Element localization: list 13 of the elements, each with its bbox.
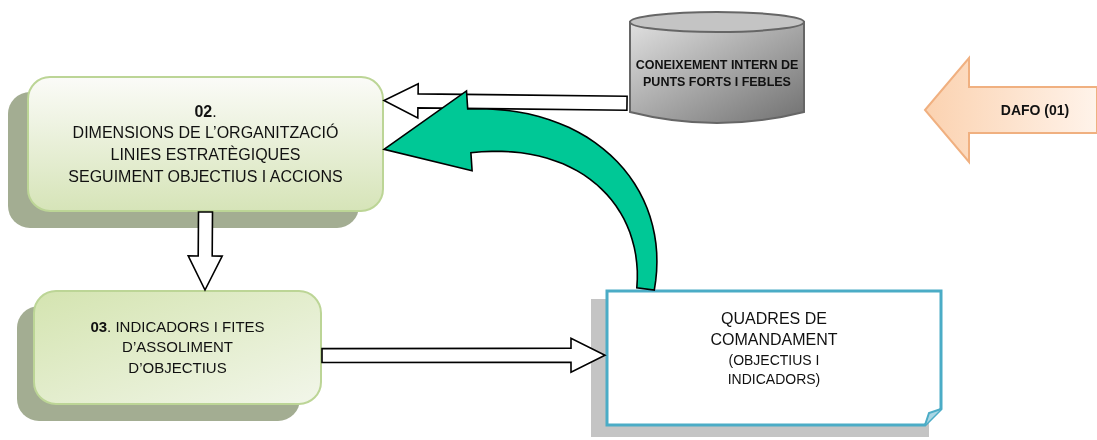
curved-arrow xyxy=(382,89,658,291)
block-arrow xyxy=(321,337,607,374)
node-title: 02. xyxy=(194,101,217,122)
node-title: CONEIXEMENT INTERN DE PUNTS FORTS I FEBLES xyxy=(634,57,800,91)
block-arrow xyxy=(382,82,628,120)
node-title: QUADRES DE COMANDAMENT xyxy=(709,308,839,351)
block-arrow xyxy=(186,211,224,292)
node-text: SEGUIMENT OBJECTIUS I ACCIONS xyxy=(68,166,343,187)
node-text: LINIES ESTRATÈGIQUES xyxy=(110,144,301,165)
node-text: (OBJECTIUS I INDICADORS) xyxy=(726,350,822,389)
node-text: DIMENSIONS DE L’ORGANITZACIÓ xyxy=(72,122,339,144)
node-title: 03. INDICADORS I FITES D’ASSOLIMENT D’OBJECTIUS xyxy=(89,317,266,378)
node-title: DAFO (01) xyxy=(1000,100,1070,120)
